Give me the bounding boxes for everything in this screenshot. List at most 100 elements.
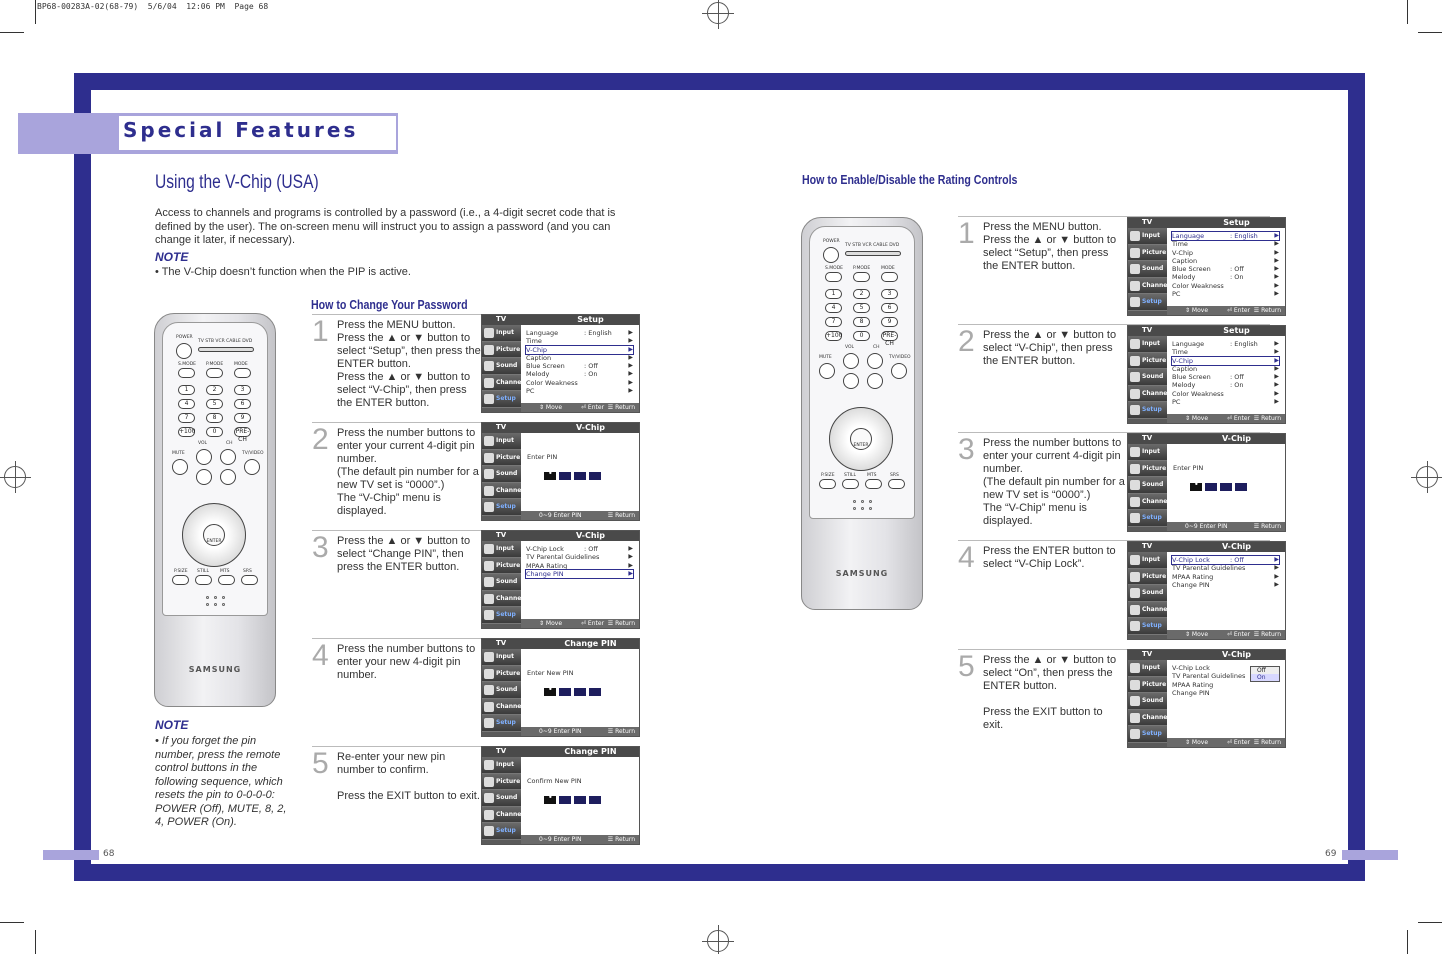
osd-arrow-icon: ▶ [1274, 273, 1279, 281]
osd-side-icon [484, 544, 494, 554]
osd-side-label: Channel [496, 810, 524, 818]
osd-title: V-Chip [576, 531, 605, 540]
top-key [825, 272, 842, 282]
bottom-key [842, 479, 859, 489]
osd-side-icon [484, 793, 494, 803]
osd-side-label: Channel [1142, 713, 1170, 721]
osd-menu-row: Color Weakness▶ [526, 379, 633, 387]
section-title: Special Features [123, 118, 359, 142]
osd-menu-row: TV Parental Guidelines▶ [526, 553, 633, 561]
osd-help-bar: 0~9 Enter PIN☰ Return [1167, 522, 1285, 531]
osd-arrow-icon: ▶ [628, 345, 633, 353]
osd-side-icon [1130, 405, 1140, 415]
note-label-top: NOTE [155, 250, 189, 264]
vol-down-button [843, 373, 859, 389]
osd-side-icon [1130, 480, 1140, 490]
osd-side-icon [484, 485, 494, 496]
osd-menu-key: V-Chip Lock [1172, 664, 1210, 672]
osd-menu-row: Color Weakness▶ [1172, 282, 1279, 290]
osd-arrow-icon: ▶ [628, 362, 633, 370]
osd-help-return: ☰ Return [1253, 307, 1281, 314]
step-text: Press the ▲ or ▼ button to select “V-Chi… [983, 329, 1117, 367]
osd-menu: V-Chip Lock: Off▶TV Parental Guidelines▶… [525, 545, 634, 580]
osd-side-icon [1130, 679, 1140, 690]
osd-arrow-icon: ▶ [1274, 232, 1279, 239]
osd-arrow-icon: ▶ [1274, 389, 1279, 397]
step-number: 1 [958, 217, 975, 250]
osd-side-label: Input [496, 437, 514, 444]
osd-side-label: Setup [1142, 298, 1162, 305]
speaker-dot [206, 596, 209, 599]
osd-side-label: Setup [1142, 514, 1162, 521]
osd-side-item: Picture [1128, 244, 1167, 261]
osd-help-pin: 0~9 Enter PIN [539, 728, 582, 735]
osd-menu-row: V-Chip Lock [1172, 664, 1279, 672]
osd-menu-row: Language: English▶ [526, 329, 633, 337]
osd-side-label: Picture [496, 669, 521, 677]
osd-side-item: Setup [1128, 726, 1167, 743]
osd-pin-label: Enter PIN [527, 453, 558, 461]
step-divider [312, 314, 627, 315]
osd-side-label: Input [1142, 448, 1160, 455]
osd-side-label: Input [1142, 664, 1160, 671]
crop-mark [1418, 922, 1442, 923]
osd-side-label: Sound [1142, 589, 1164, 596]
osd-side-label: Sound [1142, 373, 1164, 380]
osd-side-item: Picture [482, 665, 521, 682]
osd-side-item: Picture [1128, 676, 1167, 693]
osd-title: V-Chip [1222, 542, 1251, 551]
osd-side-icon [1130, 712, 1140, 723]
osd-side-item: Sound [1128, 693, 1167, 710]
osd-menu-key: PC [526, 387, 535, 396]
osd-help-move: ⇕ Move [539, 404, 563, 411]
tvvideo-label: TV/VIDEO [889, 355, 911, 360]
osd-side-icon [484, 394, 494, 404]
osd-menu-row: Change PIN▶ [1172, 581, 1279, 589]
osd-menu-key: TV Parental Guidelines [526, 553, 600, 562]
osd-side-label: Setup [496, 719, 516, 726]
osd-help-move: ⇕ Move [539, 620, 563, 627]
bottom-key [888, 479, 905, 489]
step-divider [958, 216, 1270, 217]
osd-side-label: Picture [496, 561, 521, 569]
mode-slider [198, 347, 254, 352]
osd-side-item: Setup [482, 499, 521, 516]
osd-side-item: Sound [1128, 585, 1167, 602]
number-key: 0 [206, 427, 223, 437]
osd-menu-row: Melody: On▶ [1172, 273, 1279, 281]
osd-pin-boxes [544, 681, 604, 700]
osd-menu-value: : Off [1230, 373, 1244, 382]
osd-side-item: Input [1128, 444, 1167, 461]
top-key-label: MODE [234, 362, 248, 367]
number-key: 1 [825, 289, 842, 299]
number-key: +100 [178, 427, 196, 437]
bottom-key [195, 575, 212, 585]
osd-arrow-icon: ▶ [1274, 556, 1279, 563]
speaker-dot [853, 500, 856, 503]
osd-arrow-icon: ▶ [1274, 256, 1279, 264]
osd-menu-key: Time [526, 337, 542, 346]
osd-pin-box [1235, 483, 1247, 491]
ch-down-button [867, 373, 883, 389]
osd-arrow-icon: ▶ [628, 545, 633, 552]
osd-help-bar: ⇕ Move⏎ Enter☰ Return [1167, 306, 1285, 315]
bottom-key-label: STILL [844, 473, 856, 478]
osd-pin-box [559, 472, 571, 480]
top-key-label: S.MODE [178, 362, 197, 367]
osd-pin-box [1205, 483, 1217, 491]
osd-side-label: Channel [1142, 497, 1170, 505]
osd-arrow-icon: ▶ [1274, 240, 1279, 248]
top-key-label: P.MODE [206, 362, 224, 367]
number-key: 9 [234, 413, 251, 423]
bottom-key [865, 479, 882, 489]
osd-menu-key: Color Weakness [526, 378, 578, 387]
bottom-key [172, 575, 189, 585]
step-text: Press the number buttons to enter your n… [337, 643, 476, 681]
osd-side-item: Setup [1128, 294, 1167, 311]
